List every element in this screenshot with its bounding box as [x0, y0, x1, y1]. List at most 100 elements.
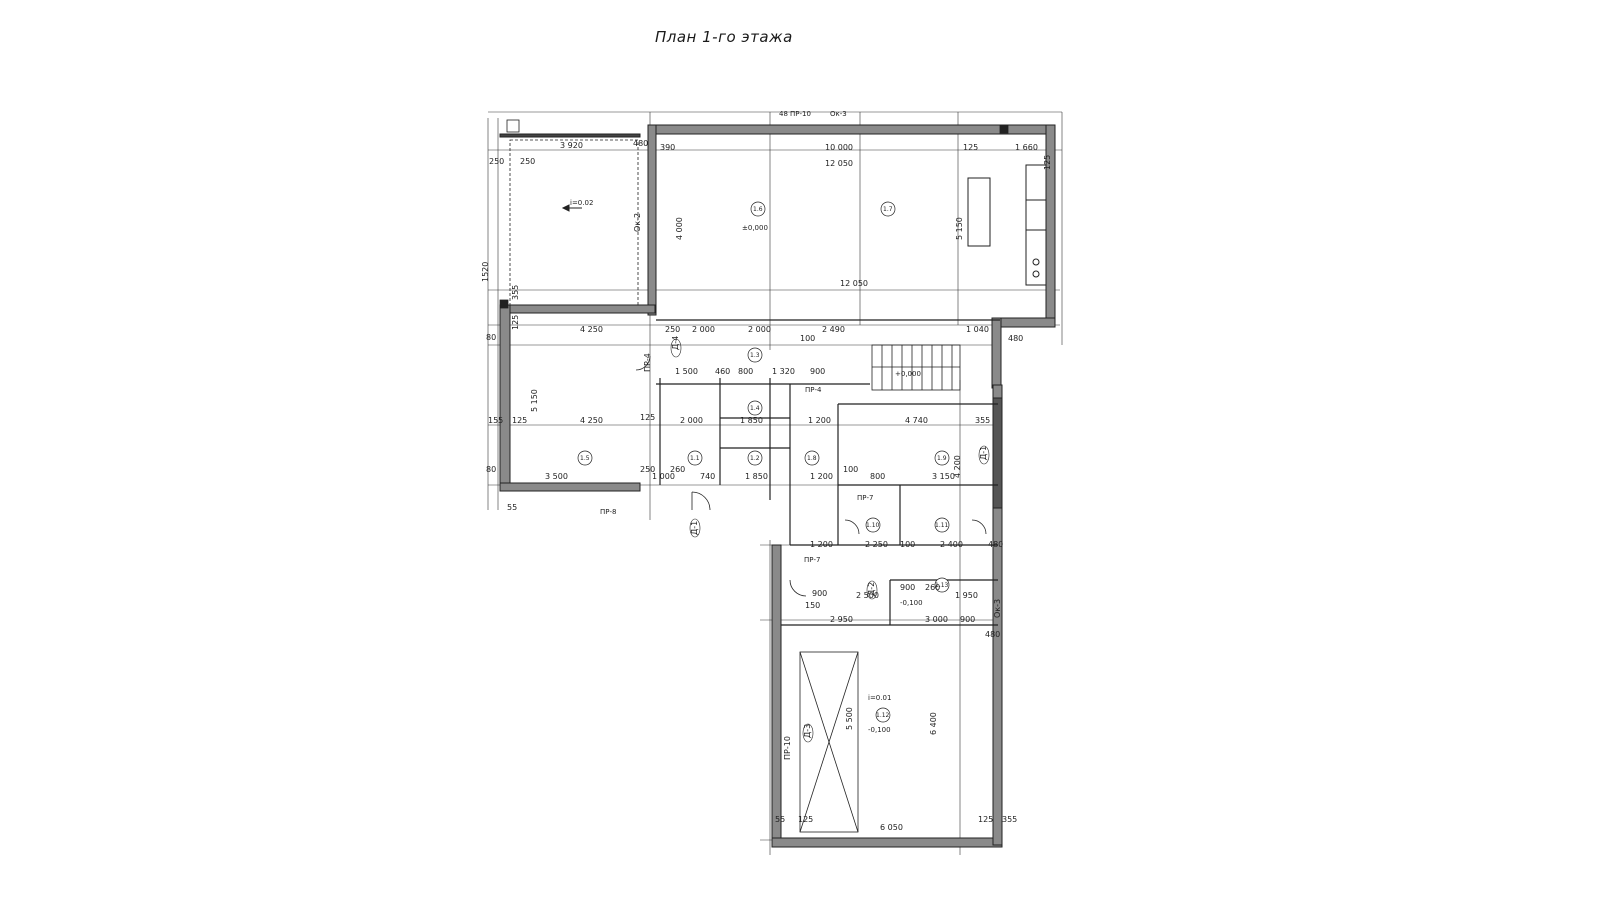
opening-tag: Д-3 — [803, 724, 812, 738]
door-tag-circles — [670, 338, 990, 743]
opening-tag: 125 — [1043, 155, 1052, 170]
level-mark: -0,100 — [868, 726, 891, 734]
room-marker-1-10 — [865, 517, 881, 533]
dimension: 260 — [670, 465, 685, 474]
opening-tag: ПР-10 — [783, 736, 792, 760]
room-label: 1.9 — [937, 455, 947, 462]
dimension: 1 950 — [955, 591, 978, 600]
dimension: 250 — [665, 325, 680, 334]
room-label: 1.12 — [876, 712, 890, 719]
dimension: 1 200 — [810, 540, 833, 549]
dimension: 4 000 — [675, 217, 684, 240]
room-labels: 1.1 1.2 1.3 1.4 1.5 1.6 1.7 1.8 1.9 1.10… — [570, 199, 949, 734]
room-label: 1.1 — [690, 455, 700, 462]
dimension: 12 050 — [840, 279, 868, 288]
dimension: 900 — [810, 367, 825, 376]
dimension: 1520 — [481, 262, 490, 282]
dimension: 2 000 — [692, 325, 715, 334]
dimension: 900 — [812, 589, 827, 598]
dimension: 2 250 — [865, 540, 888, 549]
dimension: 480 — [985, 630, 1000, 639]
room-label: 1.13 — [935, 582, 949, 589]
door-swings — [635, 355, 987, 597]
room-marker-1-11 — [934, 517, 950, 533]
room-marker-1-1 — [687, 450, 703, 466]
dimension: 100 — [900, 540, 915, 549]
dimension: 4 200 — [953, 455, 962, 478]
dimension: 2 400 — [940, 540, 963, 549]
kitchen-counter — [1025, 164, 1047, 286]
dimension: 390 — [660, 143, 675, 152]
dimension: 2 000 — [680, 416, 703, 425]
dimension: 125 — [798, 815, 813, 824]
exterior-walls — [499, 124, 1056, 848]
dimension: 150 — [805, 601, 820, 610]
dimension: 1 320 — [772, 367, 795, 376]
room-marker-1-2 — [747, 450, 763, 466]
room-marker-1-3 — [747, 347, 763, 363]
dimension: 2 950 — [830, 615, 853, 624]
dimension: 125 — [963, 143, 978, 152]
opening-tag: Ок-3 — [830, 110, 847, 118]
dimension: 1 850 — [745, 472, 768, 481]
room-label: 1.3 — [750, 352, 760, 359]
dimension: 3 920 — [560, 141, 583, 150]
room-marker-1-7 — [880, 201, 896, 217]
dimension: 1 200 — [810, 472, 833, 481]
dimension: 10 000 — [825, 143, 853, 152]
room-marker-1-12 — [875, 707, 891, 723]
opening-tag: Д-1 — [690, 521, 699, 535]
dimension: 5 150 — [530, 389, 539, 412]
opening-tag: ПР-10 — [790, 110, 811, 118]
terrace-outline — [499, 119, 1009, 309]
stair-level: +0,000 — [895, 370, 921, 378]
dimension: 125 — [511, 315, 520, 330]
dimension: 80 — [486, 333, 496, 342]
room-label: 1.4 — [750, 405, 760, 412]
dimension: 260 — [925, 583, 940, 592]
dimension: 3 150 — [932, 472, 955, 481]
dimension: 900 — [900, 583, 915, 592]
slope-mark: i=0.01 — [868, 694, 891, 702]
dimension: 155 — [488, 416, 503, 425]
dimension: 480 — [988, 540, 1003, 549]
room-label: 1.8 — [807, 455, 817, 462]
dimension: 800 — [738, 367, 753, 376]
opening-tag: ПР-4 — [643, 353, 652, 372]
reference-lines — [487, 111, 1063, 855]
opening-tag: Д-1 — [979, 446, 988, 460]
dimension: 100 — [843, 465, 858, 474]
dimension: 2 490 — [822, 325, 845, 334]
room-label: 1.10 — [866, 522, 880, 529]
kitchen-island — [967, 177, 991, 247]
dimension: 1 000 — [652, 472, 675, 481]
room-label: 1.11 — [935, 522, 949, 529]
room-marker-1-9 — [934, 450, 950, 466]
dimension: 460 — [715, 367, 730, 376]
dimension: 1 040 — [966, 325, 989, 334]
staircase — [871, 344, 961, 391]
room-marker-1-5 — [577, 450, 593, 466]
room-label: 1.7 — [883, 206, 893, 213]
dimension: 12 050 — [825, 159, 853, 168]
room-markers — [577, 201, 950, 723]
opening-tag: Ок-2 — [633, 213, 642, 232]
room-marker-1-4 — [747, 400, 763, 416]
vertical-dimension-labels: 4 000 5 150 5 150 4 200 5 500 6 400 1520… — [481, 217, 964, 735]
dimension: 2 000 — [748, 325, 771, 334]
dimension-labels: 3 920 480 390 10 000 12 050 125 1 660 12… — [486, 139, 1038, 832]
dimension: 250 — [640, 465, 655, 474]
kitchen-fixtures — [967, 164, 1047, 286]
dimension: 80 — [486, 465, 496, 474]
plan-title: План 1-го этажа — [655, 28, 793, 46]
dimension: 1 500 — [675, 367, 698, 376]
dimension: 355 — [975, 416, 990, 425]
dimension: 1 660 — [1015, 143, 1038, 152]
dimension: 5 500 — [845, 707, 854, 730]
dimension: 900 — [960, 615, 975, 624]
dimension: 1 200 — [808, 416, 831, 425]
dimension: 55 — [507, 503, 517, 512]
dimension: 5 150 — [955, 217, 964, 240]
